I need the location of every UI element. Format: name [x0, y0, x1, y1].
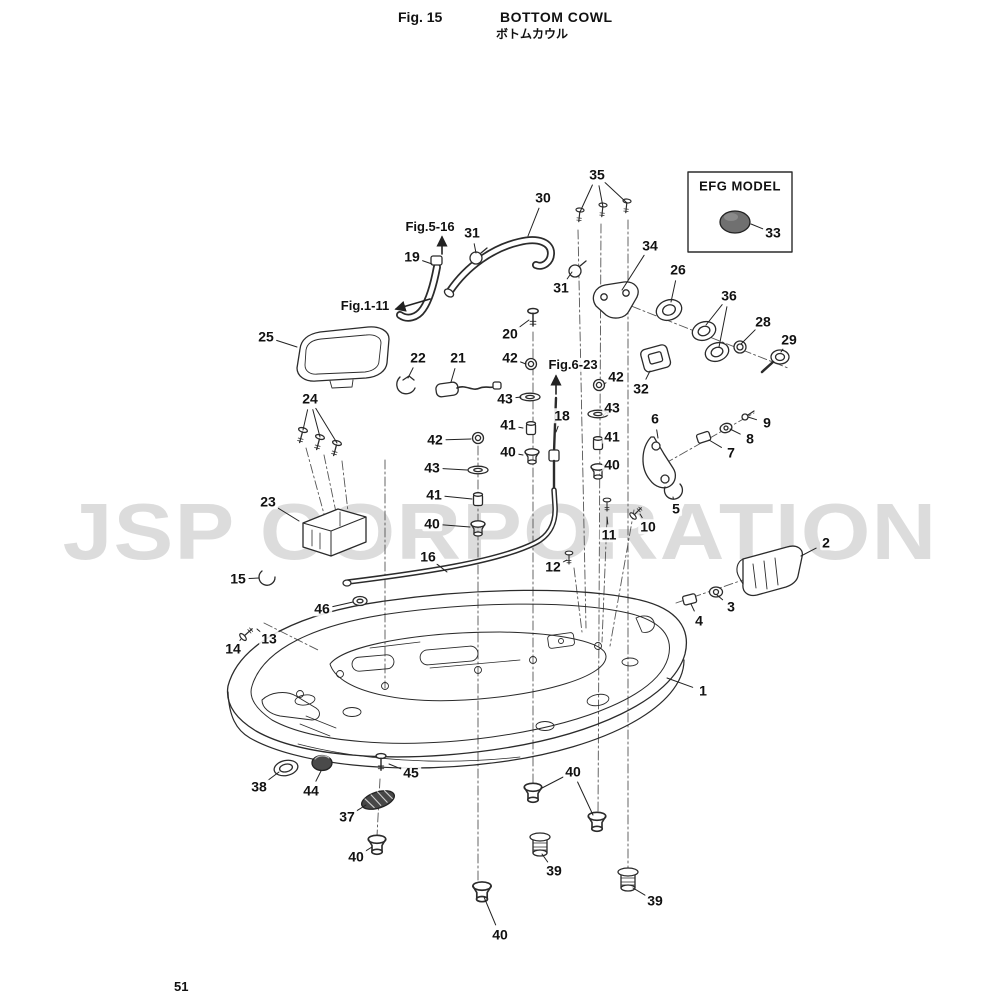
efg-model-label: EFG MODEL	[699, 178, 781, 194]
fasteners-column-mid	[519, 357, 541, 465]
bottom-cowl-body	[226, 589, 687, 769]
wellnuts-39	[529, 832, 639, 892]
gasket-34	[592, 281, 639, 319]
neutral-switch-21	[435, 381, 502, 398]
bottom-grommets-40	[367, 782, 607, 903]
top-screws-35	[574, 198, 632, 223]
hose-clamp-31-left	[469, 247, 488, 265]
grommet-46	[352, 595, 368, 607]
page-title-japanese: ボトムカウル	[496, 27, 569, 41]
seal-rings-36	[691, 320, 730, 363]
link-rod-18	[548, 396, 560, 490]
snap-ring-5	[663, 483, 684, 500]
fasteners-column-right	[587, 378, 609, 480]
water-hose-19	[396, 255, 443, 322]
leader-lines	[239, 182, 817, 926]
hose-clamp-31-right	[568, 260, 587, 278]
cap-44	[311, 754, 333, 772]
pad-37	[360, 790, 396, 810]
washer-8	[719, 422, 733, 434]
top-cover-25	[296, 326, 390, 389]
washer-28	[733, 340, 747, 354]
drain-tube-16	[342, 487, 558, 587]
latch-bracket-6	[642, 436, 677, 489]
fastener-29	[760, 349, 790, 374]
screw-11	[602, 497, 612, 512]
figure-number: Fig. 15	[398, 9, 443, 25]
page-number: 51	[174, 979, 189, 994]
washer-3	[708, 586, 724, 598]
screw-10	[628, 504, 645, 521]
electrical-bracket-23	[302, 508, 367, 557]
breather-hose-30	[443, 236, 555, 298]
page-title: BOTTOM COWL	[500, 9, 613, 25]
grommet-38	[273, 759, 299, 777]
bolt-20	[527, 307, 539, 327]
screw-12	[564, 550, 574, 565]
collar-4	[681, 593, 698, 606]
clip-15	[258, 570, 276, 586]
collar-7	[695, 430, 712, 444]
latch-lever-2	[736, 545, 803, 597]
efg-model-box	[687, 171, 793, 253]
grommet-26	[655, 298, 683, 322]
plate-32	[640, 344, 672, 373]
cable-clamp-22	[396, 375, 416, 395]
